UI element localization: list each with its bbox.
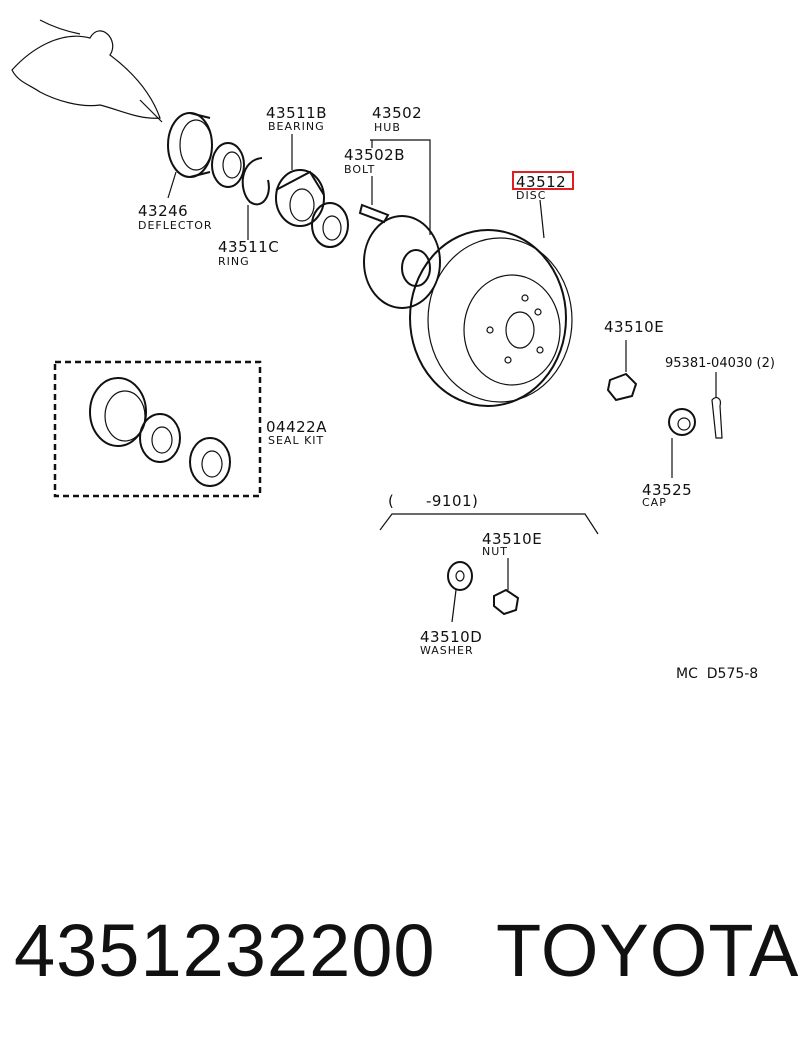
snap-ring-part	[241, 157, 270, 240]
hub-bolt-part	[358, 176, 390, 224]
label-43510D-name: WASHER	[420, 644, 474, 657]
label-43502B-name: BOLT	[344, 163, 375, 176]
brand-caption: TOYOTA	[496, 909, 800, 992]
label-43511C-name: RING	[218, 255, 250, 268]
label-43512-number: 43512	[516, 173, 566, 191]
part-number-caption: 4351232200	[14, 909, 436, 992]
label-43512-name: DISC	[516, 189, 546, 202]
label-43511C-number: 43511C	[218, 238, 279, 256]
range-bracket	[379, 513, 599, 623]
label-reference-code: MC D575-8	[676, 666, 758, 682]
grease-cap-part	[668, 408, 696, 478]
label-43510E-bottom-number: 43510E	[482, 530, 542, 548]
label-43502-name: HUB	[374, 121, 401, 134]
label-43246-name: DEFLECTOR	[138, 219, 213, 232]
hub-nut-part	[606, 340, 638, 402]
label-43510D-number: 43510D	[420, 628, 482, 646]
castle-nut-part	[493, 588, 520, 616]
race-part	[211, 142, 245, 188]
label-43510E-top-number: 43510E	[604, 318, 664, 336]
label-43246-number: 43246	[138, 202, 188, 220]
label-43502-number: 43502	[372, 104, 422, 122]
bearing-part	[275, 134, 325, 227]
pointer-hand-illustration	[11, 19, 163, 123]
label-43525-name: CAP	[642, 496, 667, 509]
brake-disc-part	[409, 199, 573, 407]
label-95381-number: 95381-04030 (2)	[665, 356, 775, 371]
highlight-box-43512	[512, 171, 574, 190]
label-04422A-name: SEAL KIT	[268, 434, 324, 447]
label-04422A-number: 04422A	[266, 418, 327, 436]
label-43502B-number: 43502B	[344, 146, 405, 164]
cotter-pin-part	[711, 372, 723, 439]
deflector-part	[167, 112, 213, 199]
label-43510E-bottom-name: NUT	[482, 545, 508, 558]
hub-part	[363, 139, 441, 309]
washer-part	[447, 561, 473, 591]
label-43511B-number: 43511B	[266, 104, 327, 122]
seal-kit-box	[53, 360, 262, 498]
footer-caption: 4351232200 TOYOTA	[0, 900, 800, 1020]
label-date-range: ( -9101)	[388, 492, 478, 510]
label-43511B-name: BEARING	[268, 120, 325, 133]
parts-diagram: 43246 DEFLECTOR 43511B BEARING 43511C RI…	[11, 19, 775, 682]
label-43525-number: 43525	[642, 481, 692, 499]
seal-part	[311, 202, 349, 248]
